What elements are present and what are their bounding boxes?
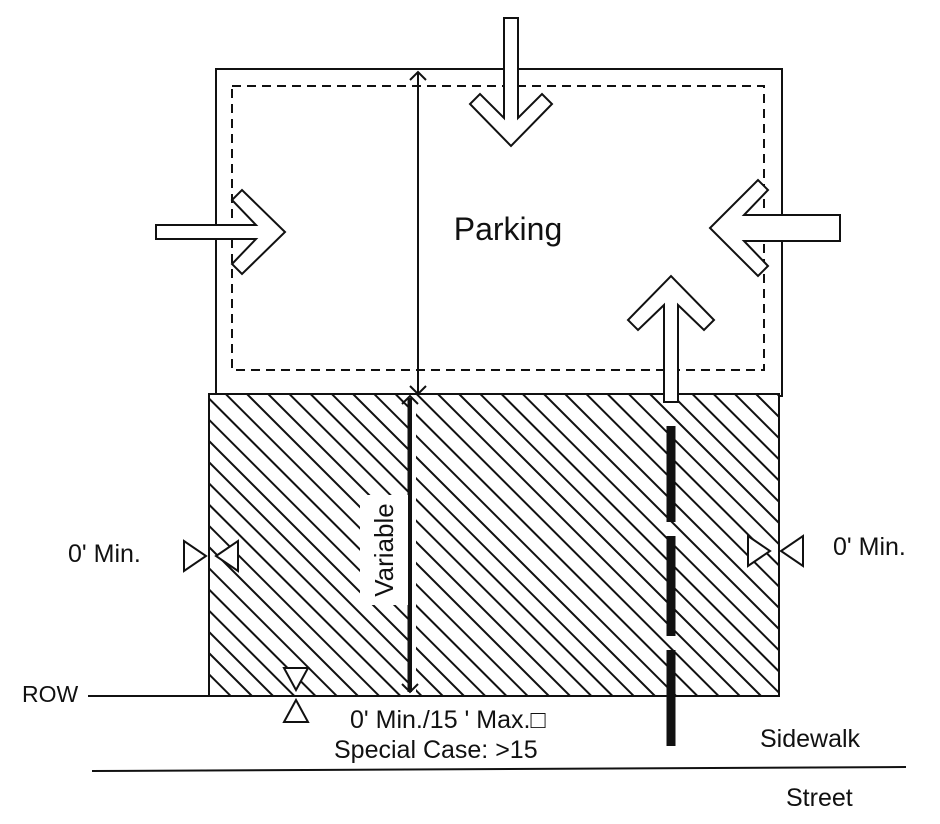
street-line	[91, 766, 907, 772]
min-label-left: 0' Min.	[68, 540, 141, 568]
min-marker-left	[183, 539, 239, 573]
setback-range-label: 0' Min./15 ' Max.□	[350, 706, 546, 734]
variable-label: Variable	[369, 503, 399, 596]
min-marker-right	[747, 534, 804, 568]
street-label: Street	[786, 784, 853, 812]
access-arrow-top	[468, 17, 554, 148]
min-label-right: 0' Min.	[833, 533, 906, 561]
parking-label: Parking	[454, 211, 563, 247]
access-arrow-right	[708, 178, 841, 278]
access-arrow-left	[155, 188, 287, 276]
hatched-setback-zone	[208, 393, 780, 697]
access-arrow-bottom	[626, 274, 716, 403]
special-case-label: Special Case: >15	[334, 736, 538, 764]
sidewalk-label: Sidewalk	[760, 725, 861, 753]
dimension-line-upper	[409, 70, 427, 396]
row-label: ROW	[22, 681, 79, 707]
dimension-line-lower	[401, 394, 419, 694]
setback-marker-bottom	[282, 667, 310, 723]
